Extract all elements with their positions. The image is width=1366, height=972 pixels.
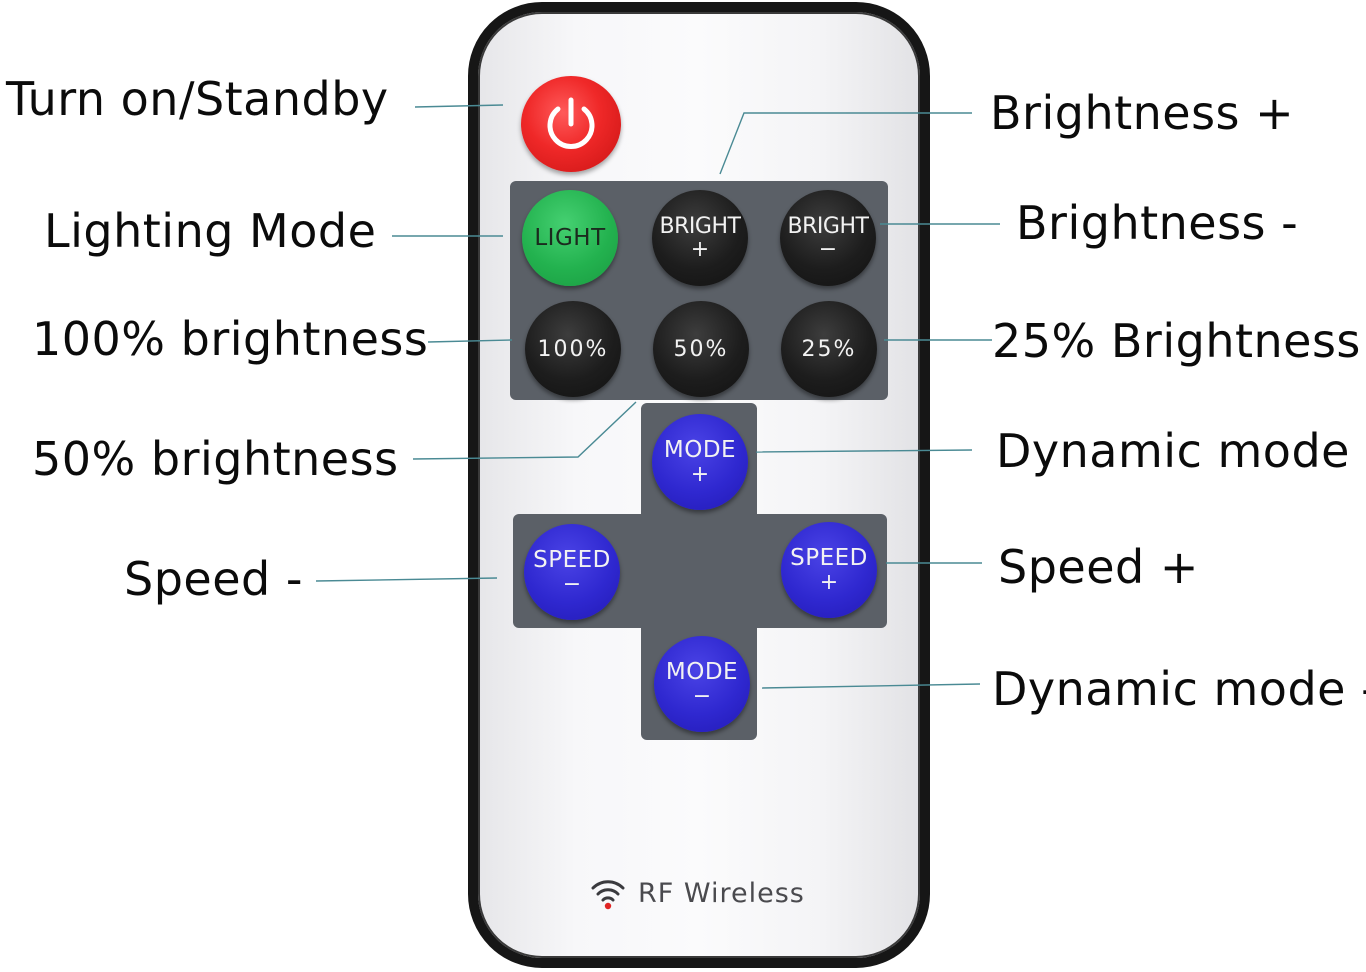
light-button-label: LIGHT — [534, 224, 606, 251]
brightness-100-label: 100% — [537, 336, 609, 362]
wifi-icon — [591, 880, 625, 910]
mode-minus-label: MODE — [665, 659, 739, 686]
label-50-brightness: 50% brightness — [32, 432, 399, 486]
mode-minus-sign: − — [692, 683, 712, 709]
mode-plus-button[interactable]: MODE + — [652, 414, 748, 510]
rf-wireless-branding: RF Wireless — [590, 873, 805, 913]
speed-minus-label: SPEED — [533, 547, 611, 574]
label-25-brightness: 25% Brightness — [992, 314, 1361, 368]
speed-plus-sign: + — [819, 569, 839, 595]
rf-wireless-text: RF Wireless — [638, 877, 805, 909]
label-100-brightness: 100% brightness — [32, 312, 429, 366]
label-dynamic-mode-plus: Dynamic mode + — [996, 424, 1366, 478]
label-lighting-mode: Lighting Mode — [44, 204, 377, 258]
bright-plus-sign: + — [690, 237, 710, 263]
label-brightness-plus: Brightness + — [990, 86, 1295, 140]
label-dynamic-mode-minus: Dynamic mode - — [992, 662, 1366, 716]
light-button[interactable]: LIGHT — [522, 190, 618, 286]
speed-plus-button[interactable]: SPEED + — [781, 522, 877, 618]
label-speed-minus: Speed - — [124, 552, 303, 606]
label-turn-on-standby: Turn on/Standby — [6, 72, 389, 126]
speed-plus-label: SPEED — [790, 545, 868, 572]
power-button[interactable] — [521, 76, 621, 172]
label-brightness-minus: Brightness - — [1016, 196, 1299, 250]
brightness-25-label: 25% — [801, 336, 857, 362]
mode-plus-label: MODE — [663, 437, 737, 464]
speed-minus-button[interactable]: SPEED − — [524, 524, 620, 620]
mode-plus-sign: + — [690, 461, 710, 487]
brightness-50-label: 50% — [673, 336, 729, 362]
bright-minus-label: BRIGHT — [787, 213, 869, 239]
mode-minus-button[interactable]: MODE − — [654, 636, 750, 732]
speed-minus-sign: − — [562, 571, 582, 597]
bright-plus-button[interactable]: BRIGHT + — [652, 190, 748, 286]
bright-minus-button[interactable]: BRIGHT − — [780, 190, 876, 286]
bright-plus-label: BRIGHT — [659, 213, 741, 239]
brightness-50-button[interactable]: 50% — [653, 301, 749, 397]
power-icon — [547, 97, 595, 149]
brightness-25-button[interactable]: 25% — [781, 301, 877, 397]
label-speed-plus: Speed + — [998, 540, 1199, 594]
brightness-100-button[interactable]: 100% — [525, 301, 621, 397]
bright-minus-sign: − — [818, 237, 838, 263]
